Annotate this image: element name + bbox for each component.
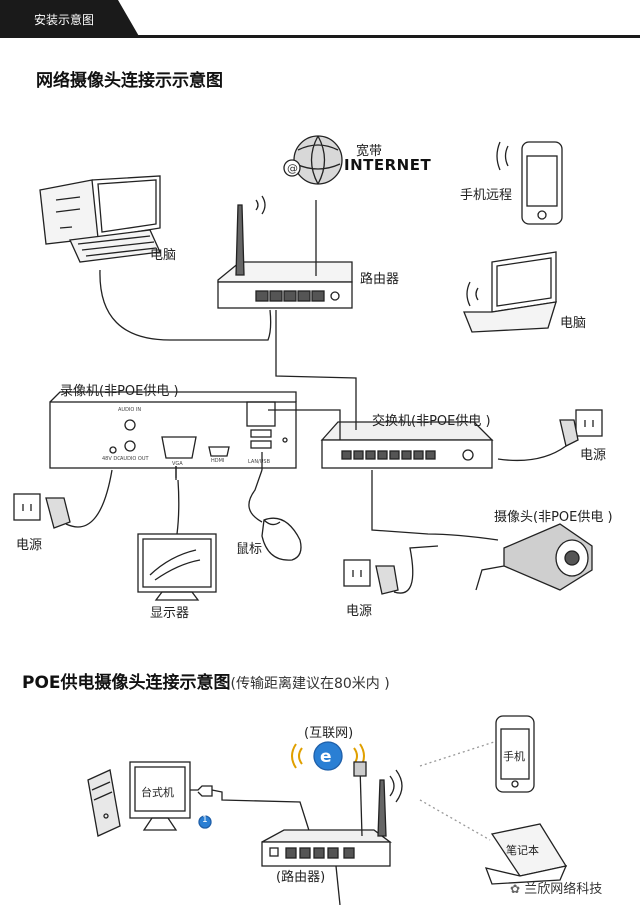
section1-title: 网络摄像头连接示示意图 xyxy=(36,71,223,91)
internet-globe-icon: @ xyxy=(283,135,343,185)
section2-title: POE供电摄像头连接示意图(传输距离建议在80米内 ) xyxy=(22,668,390,693)
nvr-audio-out: AUDIO OUT xyxy=(120,456,149,462)
label-router-2: (路由器) xyxy=(276,870,326,885)
notebook-icon xyxy=(484,823,568,885)
nvr-recorder-icon xyxy=(49,391,297,469)
label-phone: 手机 xyxy=(503,750,525,763)
label-broadband: 宽带 xyxy=(356,144,383,159)
watermark: ✿ 兰欣网络科技 xyxy=(510,878,602,897)
label-power-camera: 电源 xyxy=(346,604,373,619)
label-internet: INTERNET xyxy=(344,156,432,174)
label-internet-2: (互联网) xyxy=(304,726,354,741)
mouse-icon xyxy=(248,469,302,561)
label-monitor: 显示器 xyxy=(150,606,190,621)
label-camera: 摄像头(非POE供电 ) xyxy=(494,510,613,525)
label-notebook: 笔记本 xyxy=(506,844,539,857)
nvr-vga: VGA xyxy=(172,461,183,467)
nvr-dc: 48V DC xyxy=(102,456,121,462)
svg-text:@: @ xyxy=(287,162,298,175)
label-router: 路由器 xyxy=(360,272,400,287)
label-desktop: 台式机 xyxy=(141,786,174,799)
header-tab-label: 安装示意图 xyxy=(34,13,95,27)
section2-note: (传输距离建议在80米内 ) xyxy=(230,676,390,692)
wechat-icon: ✿ xyxy=(510,882,521,896)
label-nvr: 录像机(非POE供电 ) xyxy=(60,384,179,399)
desktop-computer-icon xyxy=(39,175,161,263)
smartphone-icon xyxy=(496,141,563,225)
desktop-monitor-icon xyxy=(129,761,313,841)
router-icon xyxy=(217,195,353,309)
label-computer-left: 电脑 xyxy=(150,248,177,263)
label-power-nvr: 电源 xyxy=(16,538,43,553)
label-laptop: 电脑 xyxy=(560,316,587,331)
internet-explorer-icon: e xyxy=(291,741,365,771)
wall-outlet-icon xyxy=(497,409,603,462)
bullet-camera-icon xyxy=(475,523,593,591)
svg-text:e: e xyxy=(320,747,332,767)
monitor-icon xyxy=(137,466,217,601)
wall-outlet-icon-3 xyxy=(343,545,439,595)
watermark-text: 兰欣网络科技 xyxy=(524,882,603,897)
label-switch: 交换机(非POE供电 ) xyxy=(372,414,491,429)
wall-outlet-icon-2 xyxy=(13,469,113,529)
phone-icon-2 xyxy=(495,715,535,793)
nvr-audio-in: AUDIO IN xyxy=(118,407,142,413)
label-mouse: 鼠标 xyxy=(236,542,263,557)
desktop-tower-icon xyxy=(87,769,121,837)
network-switch-icon xyxy=(320,421,494,469)
label-power-switch: 电源 xyxy=(580,448,607,463)
label-phone-remote: 手机远程 xyxy=(460,188,513,203)
router-icon-2 xyxy=(261,761,403,905)
badge-number: 1 xyxy=(202,815,208,825)
section2-title-text: POE供电摄像头连接示意图 xyxy=(22,673,231,693)
nvr-hdmi: HDMI xyxy=(211,458,225,464)
laptop-icon xyxy=(463,251,557,333)
header-band xyxy=(0,0,640,38)
nvr-lan-usb: LAN/USB xyxy=(248,459,271,465)
